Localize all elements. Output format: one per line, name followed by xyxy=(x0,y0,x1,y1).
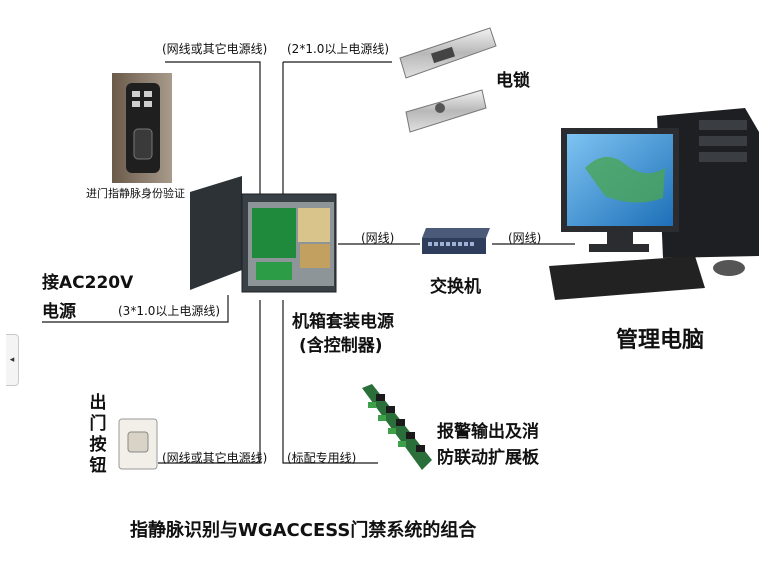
diagram-title: 指静脉识别与WGACCESS门禁系统的组合 xyxy=(130,520,477,541)
switch-label: 交换机 xyxy=(430,277,481,297)
ac-power-label-line2: 电源 xyxy=(42,302,76,322)
wire-label-reader: (网线或其它电源线) xyxy=(162,42,268,56)
side-panel-toggle[interactable]: ◂ xyxy=(6,334,19,386)
ac-power-label-line1: 接AC220V xyxy=(42,273,134,293)
exit-button-icon xyxy=(118,418,158,470)
wire-reader-to-box xyxy=(165,61,261,215)
alarm-board-label-line1: 报警输出及消 xyxy=(437,422,539,442)
collapse-arrow-icon: ◂ xyxy=(9,355,15,365)
wire-lock-to-box xyxy=(282,61,392,215)
wire-button-to-box xyxy=(158,300,261,464)
alarm-board-device xyxy=(360,382,434,472)
network-switch-device xyxy=(420,224,492,258)
wire-label-box-switch: (网线) xyxy=(361,231,395,245)
electric-lock-device xyxy=(392,20,502,138)
wire-label-switch-pc: (网线) xyxy=(508,231,542,245)
control-box-label-line1: 机箱套装电源 xyxy=(292,312,394,332)
wire-label-lock: (2*1.0以上电源线) xyxy=(287,42,390,56)
exit-button-label: 出门按钮 xyxy=(89,393,107,476)
fingerprint-reader-device xyxy=(112,73,172,183)
network-switch-icon xyxy=(422,228,490,254)
wire-label-power: (3*1.0以上电源线) xyxy=(118,304,221,318)
pc-label: 管理电脑 xyxy=(616,328,705,353)
management-pc-device xyxy=(545,108,770,306)
control-box-label-line2: (含控制器) xyxy=(299,336,383,356)
desktop-computer-icon xyxy=(549,108,759,300)
wire-power-to-box xyxy=(42,295,229,323)
control-box-device xyxy=(186,172,338,300)
wire-board-to-box xyxy=(282,300,378,464)
fingerprint-reader-icon xyxy=(112,73,172,183)
electric-lock-label: 电锁 xyxy=(496,71,530,91)
magnetic-lock-icon xyxy=(399,27,497,133)
alarm-board-icon xyxy=(362,384,432,470)
exit-button-device xyxy=(118,418,158,470)
wire-label-board: (标配专用线) xyxy=(287,451,357,465)
reader-label: 进门指静脉身份验证 xyxy=(86,187,185,200)
wire-label-button: (网线或其它电源线) xyxy=(162,451,268,465)
alarm-board-label-line2: 防联动扩展板 xyxy=(437,448,539,468)
control-box-icon xyxy=(190,176,337,293)
